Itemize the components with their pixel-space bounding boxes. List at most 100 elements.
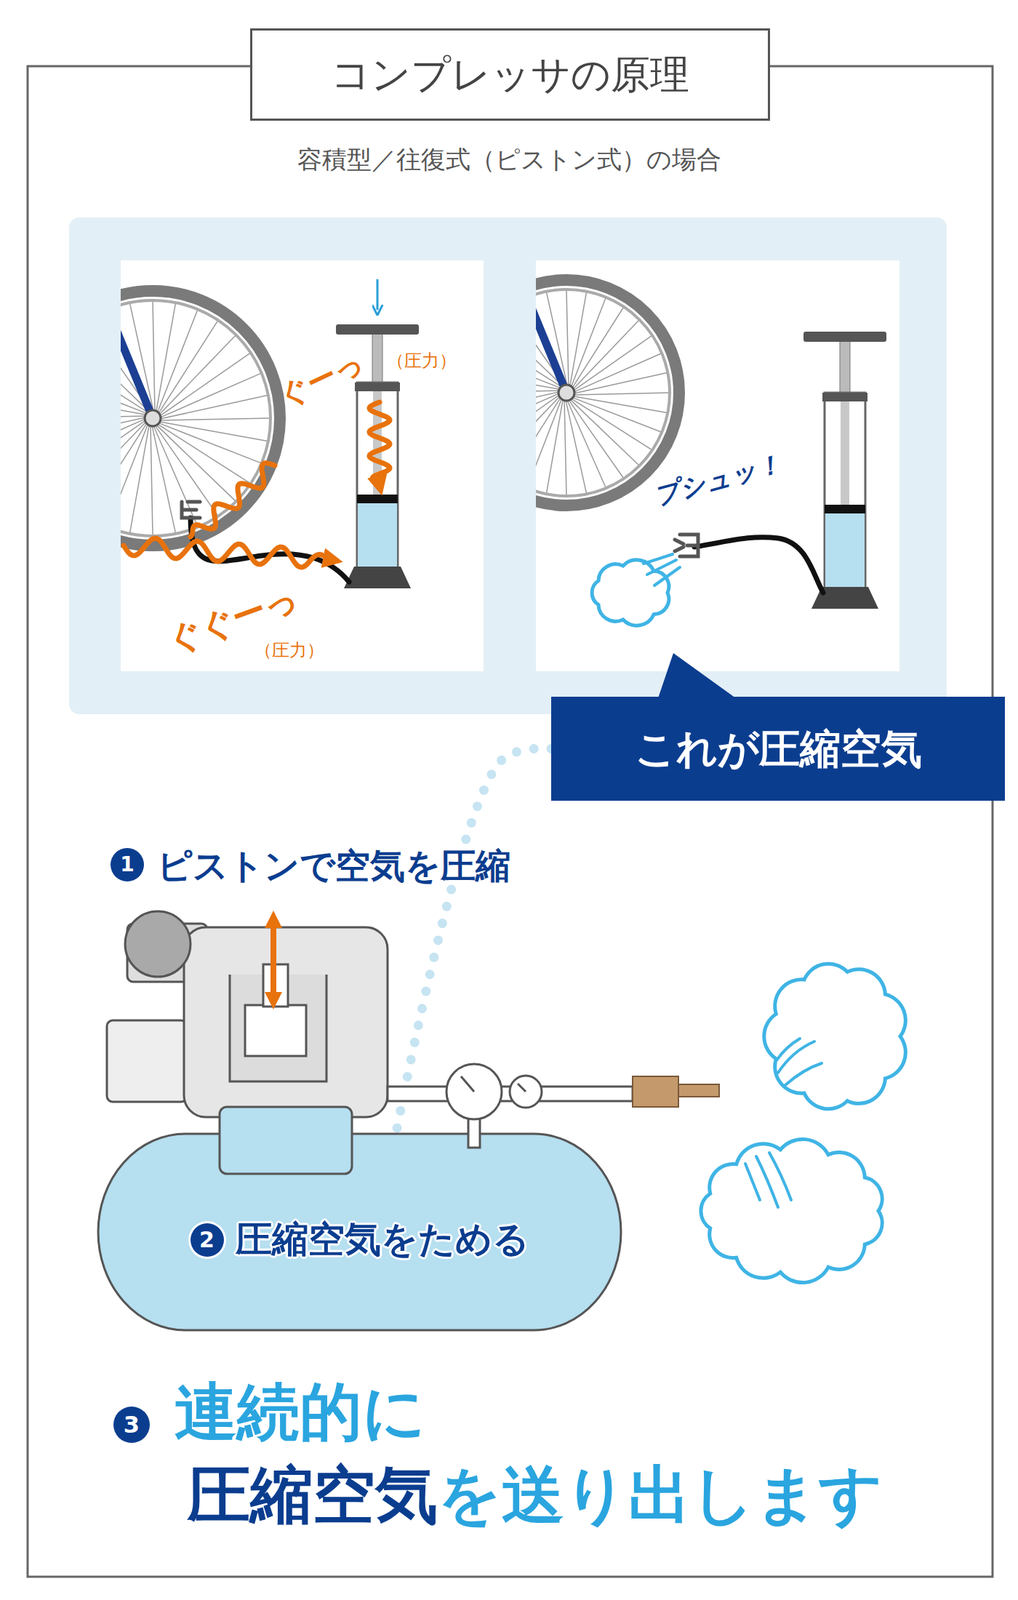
bicycle-wheel (120, 309, 152, 411)
bicycle-wheel (570, 398, 652, 451)
air-pump (803, 331, 887, 342)
tank-outline (98, 1133, 621, 1330)
air-cloud (591, 559, 669, 626)
air-pump (354, 382, 400, 392)
bicycle-wheel (535, 353, 561, 389)
conclusion-text: を送り出します (437, 1463, 883, 1526)
bicycle-wheel (570, 399, 640, 466)
air-cloud (700, 1138, 883, 1282)
bicycle-wheel (120, 422, 147, 516)
example-panel (69, 217, 947, 715)
dotted-connector (396, 748, 552, 1133)
coupler (632, 1076, 720, 1107)
bicycle-wheel (120, 290, 280, 546)
bicycle-wheel (535, 307, 565, 387)
pressure-note: （圧力） (254, 641, 325, 659)
bicycle-wheel (535, 393, 560, 432)
bicycle-wheel (535, 279, 680, 506)
bicycle-wheel (573, 353, 661, 392)
bicycle-wheel (535, 397, 561, 478)
bicycle-wheel (535, 372, 560, 390)
bicycle-wheel (535, 335, 563, 388)
valve-chuck (674, 534, 699, 557)
bicycle-wheel (120, 420, 146, 484)
bicycle-wheel (157, 309, 198, 413)
callout-number: 2 (190, 1223, 224, 1257)
bicycle-wheel (535, 298, 566, 386)
bicycle-wheel (567, 399, 606, 488)
air-cloud (745, 1163, 760, 1200)
air-cloud (785, 1063, 822, 1085)
pump-hose (190, 517, 350, 582)
bicycle-wheel (120, 300, 271, 536)
air-pipe (509, 1075, 542, 1108)
bicycle-wheel (158, 320, 219, 414)
compressor-head (106, 1020, 187, 1102)
outer-frame (27, 66, 993, 1577)
air-pump (839, 340, 851, 393)
bicycle-wheel (159, 335, 236, 415)
air-pump (822, 392, 868, 402)
callout-number: 3 (113, 1406, 150, 1443)
valve-chuck (181, 501, 200, 518)
callout-box: これが圧縮空気 (551, 696, 1005, 801)
bicycle-wheel (120, 421, 147, 502)
bicycle-wheel (565, 399, 587, 494)
bicycle-wheel (159, 395, 268, 419)
bicycle-wheel (120, 418, 146, 464)
compressor-head (125, 911, 191, 977)
bicycle-wheel (570, 298, 606, 388)
air-cloud (778, 1041, 815, 1073)
bicycle-wheel (558, 384, 575, 401)
bicycle-wheel (546, 292, 568, 386)
sound-effect: プシュッ！ (651, 450, 784, 509)
air-pump (343, 566, 411, 589)
bicycle-wheel (154, 425, 219, 516)
bicycle-wheel (535, 319, 563, 387)
piston-arrow (270, 919, 277, 1001)
bicycle-wheel (535, 390, 560, 393)
bicycle-wheel (120, 415, 146, 419)
bicycle-wheel (159, 418, 270, 421)
pressure-wave (369, 402, 390, 486)
title-text: コンプレッサの原理 (330, 53, 690, 96)
bicycle-wheel (535, 269, 680, 506)
bicycle-wheel (159, 421, 268, 442)
air-pump (824, 392, 866, 587)
bicycle-wheel (570, 292, 587, 387)
bicycle-wheel (573, 372, 667, 394)
step-label: ピストンで空気を圧縮 (152, 846, 515, 885)
bicycle-wheel (568, 399, 624, 479)
bicycle-wheel (564, 399, 567, 496)
conclusion-text: 連続的に (174, 1380, 427, 1443)
bicycle-wheel (159, 373, 262, 418)
callout-text: これが圧縮空気 (634, 726, 923, 772)
bicycle-wheel (153, 425, 198, 527)
compressor-head (263, 964, 288, 1007)
bicycle-wheel (120, 290, 280, 546)
air-pump (357, 494, 398, 504)
bicycle-wheel (120, 395, 147, 416)
air-pump (825, 504, 865, 587)
tank-label-row: 2圧縮空気をためる (96, 1219, 623, 1260)
callout-number: 1 (110, 847, 144, 882)
tank-box (219, 1106, 352, 1174)
bicycle-wheel (120, 417, 146, 441)
air-pump (840, 399, 850, 505)
air-pump (824, 504, 866, 514)
pressure-wave (123, 538, 334, 568)
pressure-note: （圧力） (386, 351, 457, 370)
bicycle-wheel (120, 294, 153, 419)
air-pump (373, 389, 382, 495)
air-cloud (756, 1156, 779, 1208)
air-tank: 2圧縮空気をためる (96, 1132, 623, 1332)
air-pipe (517, 1083, 526, 1092)
air-cloud (776, 1038, 800, 1061)
bicycle-wheel (573, 335, 653, 391)
bicycle-wheel (151, 425, 176, 533)
bicycle-wheel (535, 398, 563, 488)
bicycle-wheel (572, 397, 662, 432)
coupler (632, 1076, 679, 1107)
